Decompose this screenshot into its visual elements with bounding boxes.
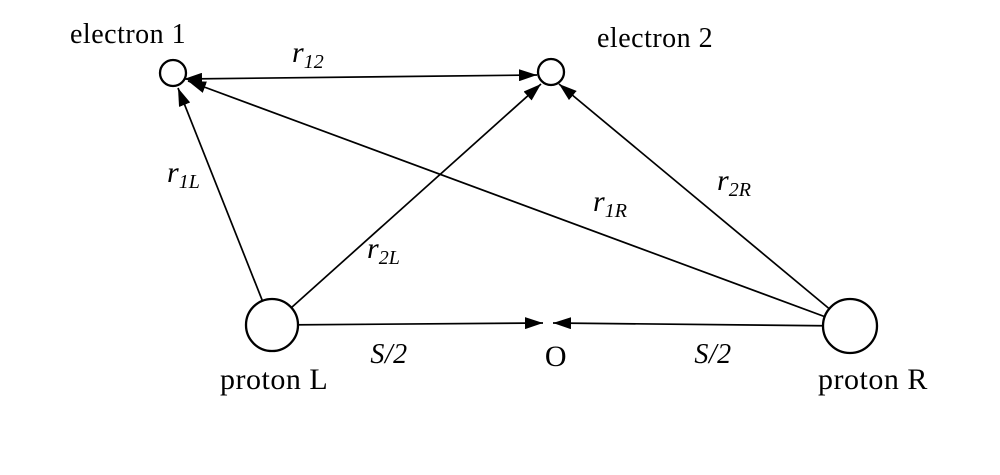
proton-L-node [244, 297, 300, 353]
distance-s2-left-line [273, 317, 544, 331]
electron-1-label: electron 1 [70, 19, 186, 50]
proton-L-label: proton L [220, 363, 328, 396]
electron-2-node [536, 57, 566, 87]
vector-r2R-line [558, 83, 851, 327]
proton-R-label: proton R [818, 363, 928, 396]
vector-r1R-line [187, 80, 851, 327]
s2-left-label: S/2 [370, 339, 407, 370]
distance-s2-right-line [552, 317, 848, 332]
s2-right-label: S/2 [694, 339, 731, 370]
origin-label: O [545, 340, 567, 373]
vector-r2R-label: r2R [717, 164, 751, 201]
vector-r12-line [183, 69, 538, 85]
vector-r2L-label: r2L [367, 232, 400, 269]
vector-r1L-line [177, 87, 273, 326]
proton-R-node [821, 297, 879, 355]
vector-r2L-line [271, 83, 542, 326]
vector-r1R-label: r1R [593, 185, 627, 222]
electron-1-node [158, 58, 188, 88]
vector-r1L-label: r1L [167, 156, 200, 193]
vector-r12-label: r12 [292, 36, 324, 73]
electron-2-label: electron 2 [597, 23, 713, 54]
